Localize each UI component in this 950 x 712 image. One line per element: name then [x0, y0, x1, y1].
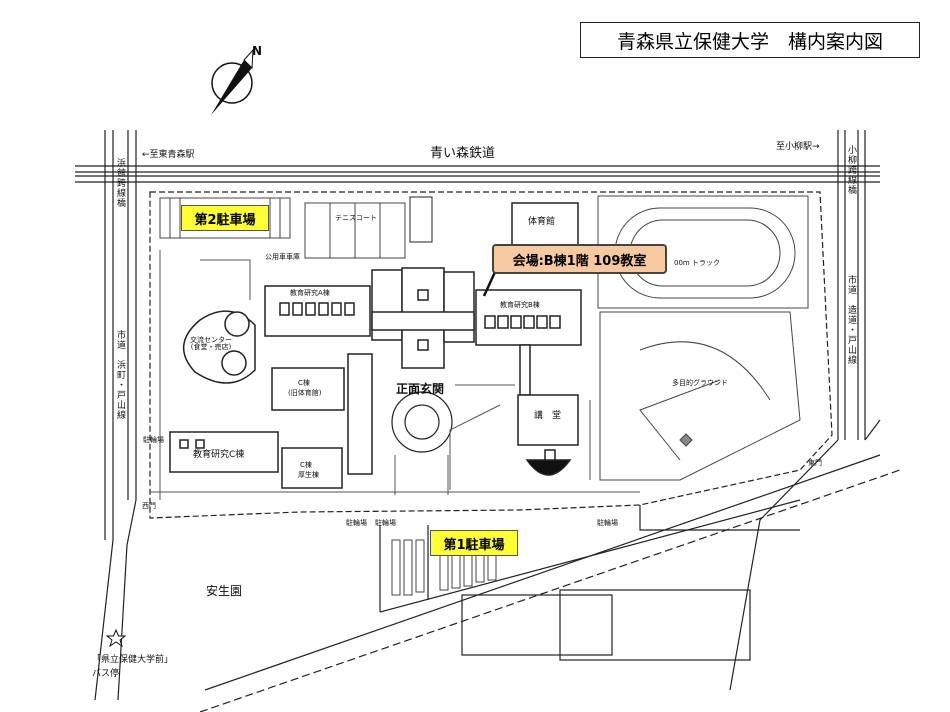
- parking-2-stalls: [159, 197, 291, 239]
- c-wing-label-1: C棟: [298, 379, 310, 387]
- c-welfare-label-1: C棟: [300, 461, 312, 469]
- auditorium-label: 講 堂: [534, 411, 562, 421]
- west-road: [94, 130, 137, 701]
- to-koyanagi-label: 至小柳駅→: [776, 142, 820, 152]
- building-b-label: 教育研究B棟: [500, 301, 540, 309]
- exchange-center-label: 交流センター (食堂・売店): [190, 336, 232, 351]
- bicycle-4-label: 駐輪場: [597, 519, 618, 527]
- bicycle-3-label: 駐輪場: [375, 519, 396, 527]
- venue-callout: 会場:B棟1階 109教室: [492, 244, 667, 274]
- east-gate-label: 東門: [808, 459, 822, 467]
- building-c-shape: [169, 431, 343, 489]
- to-east-aomori-label: ←至東青森駅: [142, 150, 195, 160]
- building-c-label: 教育研究C棟: [193, 450, 245, 460]
- campus-boundary: [149, 191, 833, 519]
- parking-2-badge: 第2駐車場: [181, 205, 269, 231]
- south-roads: [199, 454, 901, 712]
- anseien-label: 安生園: [206, 584, 243, 598]
- multi-ground-field: [599, 311, 801, 481]
- east-road: [729, 130, 881, 691]
- city-road-left-label: 市道 浜町・戸山線: [115, 330, 125, 420]
- main-entrance-label: 正面玄関: [396, 382, 445, 396]
- exchange-center-shape: [182, 310, 256, 384]
- bicycle-2-label: 駐輪場: [346, 519, 367, 527]
- city-road-right-label: 市道 造道・戸山線: [846, 275, 856, 365]
- railway-label: 青い森鉄道: [430, 146, 496, 161]
- map-title: 青森県立保健大学 構内案内図: [580, 22, 920, 58]
- c-wing-label-2: (旧体育館): [288, 389, 322, 397]
- bus-stop-name-label: 「県立保健大学前」: [92, 655, 174, 665]
- parking-1-badge: 第1駐車場: [430, 530, 518, 556]
- c-wing-shape: [271, 367, 345, 411]
- north-label: N: [252, 44, 263, 58]
- gym-building: [511, 202, 579, 249]
- building-a-label: 教育研究A棟: [290, 289, 330, 297]
- internal-paths: [150, 250, 640, 500]
- building-a-shape: [264, 285, 371, 337]
- c-welfare-label-2: 厚生棟: [298, 471, 319, 479]
- building-b-shape: [475, 289, 582, 396]
- main-hall-shape: [371, 267, 475, 369]
- tall-block: [347, 353, 373, 475]
- railway-line: [75, 165, 880, 183]
- bicycle-1-label: 駐輪場: [143, 436, 164, 444]
- bus-stop-label: バス停: [92, 669, 120, 679]
- compass-icon: [211, 48, 254, 115]
- public-parking-label: 公用車車庫: [265, 253, 300, 261]
- west-gate-label: 西門: [142, 502, 156, 510]
- bus-stop-star-icon: [105, 628, 127, 648]
- tennis-court-label: テニスコート: [335, 214, 377, 222]
- koyanagi-overpass-label: 小柳跨線橋: [846, 145, 856, 195]
- track-label: 00m トラック: [674, 259, 720, 267]
- tennis-courts: [304, 196, 433, 259]
- gym-label: 体育館: [528, 217, 556, 227]
- entrance-loop: [391, 391, 453, 453]
- venue-pointer: [482, 271, 497, 297]
- hamadate-overpass-label: 浜館跨線橋: [115, 158, 125, 208]
- auditorium-shape: [517, 394, 579, 476]
- multi-ground-label: 多目的グラウンド: [672, 379, 728, 387]
